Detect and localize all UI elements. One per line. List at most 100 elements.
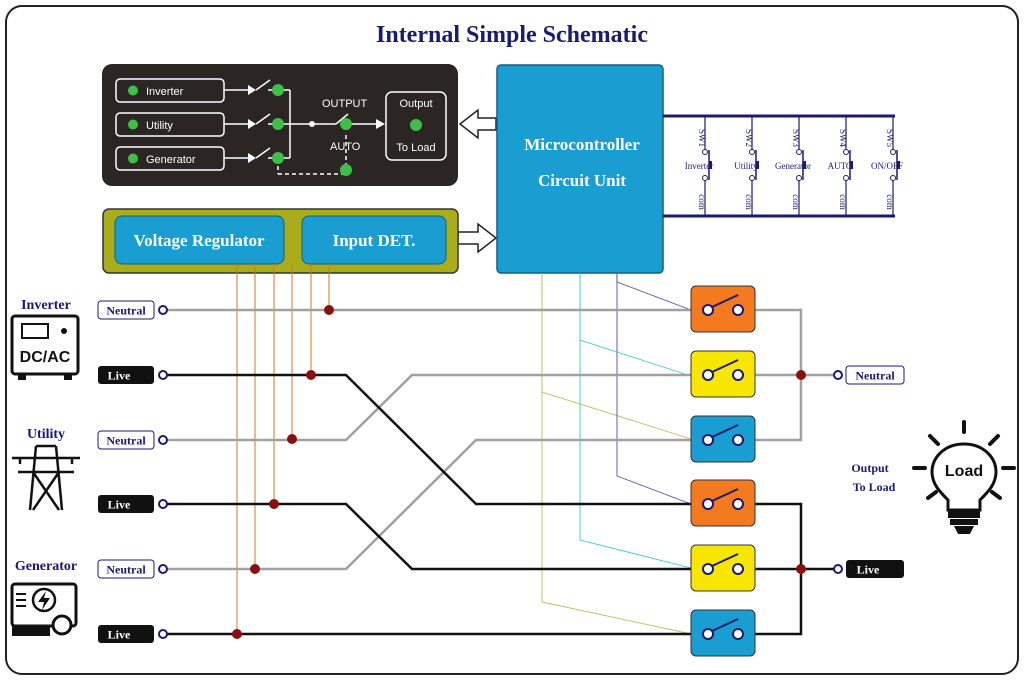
inverter-switch-led-icon (272, 84, 284, 96)
load-area: Output To Load Load (851, 420, 1016, 534)
voltage-regulator-label: Voltage Regulator (133, 231, 265, 250)
switch-com-label: com (791, 194, 801, 210)
utility-switch-led-icon (272, 118, 284, 130)
detector-to-mcu-arrow-icon (457, 222, 498, 254)
switch-function-label: Generator (775, 161, 811, 171)
relay-inverter-live (690, 479, 756, 527)
switch-id-label: SW1 (697, 129, 707, 147)
switch-com-label: com (697, 194, 707, 210)
panel-button-inverter[interactable]: Inverter (115, 78, 225, 103)
auto-led-icon (340, 164, 352, 176)
microcontroller-block: Microcontroller Circuit Unit (496, 64, 664, 274)
utility-neutral-tag: Neutral (97, 430, 155, 450)
bulb-text: Load (945, 463, 983, 480)
output-box-line2: To Load (396, 142, 435, 154)
live-wires (163, 373, 838, 636)
panel-button-generator[interactable]: Generator (115, 146, 225, 171)
generator-live-tag-text: Live (108, 628, 131, 642)
relay-inverter-neutral (690, 285, 756, 333)
power-tower-icon (12, 444, 80, 511)
panel-utility-label: Utility (146, 120, 173, 132)
inverter-live-tag-text: Live (108, 369, 131, 383)
inverter-source: Inverter DC/AC (10, 298, 80, 380)
diagram-title: Internal Simple Schematic (376, 22, 648, 48)
bulb-icon: Load (912, 420, 1016, 534)
output-box-line1: Output (399, 98, 432, 110)
utility-live-tag: Live (98, 495, 154, 513)
switch-function-label: ON/OFF (871, 161, 903, 171)
input-terminals (158, 305, 843, 639)
utility-name: Utility (27, 427, 65, 442)
inverter-live-tag: Live (98, 366, 154, 384)
junction-nodes (232, 305, 806, 639)
switch-id-label: SW4 (838, 129, 848, 148)
utility-neutral-tag-text: Neutral (106, 434, 146, 448)
relay-generator-live (690, 609, 756, 657)
wire-labels: NeutralLiveNeutralLiveNeutralLiveNeutral… (97, 300, 905, 643)
panel-inverter-label: Inverter (146, 86, 184, 98)
switch-com-label: com (744, 194, 754, 210)
control-wires (541, 273, 692, 635)
panel-auto-label: AUTO (330, 141, 361, 153)
inverter-neutral-tag: Neutral (97, 300, 155, 320)
switch-com-label: com (838, 194, 848, 210)
output-neutral-tag-text: Neutral (855, 369, 895, 383)
inverter-icon: DC/AC (10, 314, 80, 380)
input-det-label: Input DET. (333, 231, 416, 250)
generator-live-tag: Live (98, 625, 154, 643)
regulator-block: Voltage Regulator Input DET. (102, 208, 459, 274)
mcu-line2: Circuit Unit (538, 171, 626, 190)
panel-wiring (224, 79, 378, 175)
relay-utility-neutral (690, 350, 756, 398)
switch-function-label: Utility (734, 161, 758, 171)
inverter-led-icon (128, 85, 138, 96)
load-label-line1: Output (851, 461, 888, 475)
relay-bank (690, 285, 756, 657)
output-live-tag-text: Live (857, 563, 880, 577)
switch-function-label: Inverter (685, 161, 713, 171)
panel-output-box: Output To Load (385, 91, 447, 161)
switch-com-label: com (885, 194, 895, 210)
output-neutral-tag: Neutral (845, 365, 905, 385)
utility-source: Utility (12, 427, 80, 511)
mcu-to-panel-arrow-icon (458, 108, 497, 140)
inverter-icon-text: DC/AC (20, 349, 71, 366)
mcu-line1: Microcontroller (524, 135, 640, 154)
generator-source: Generator (10, 559, 78, 636)
generator-led-icon (128, 153, 138, 164)
switch-id-label: SW2 (744, 129, 754, 147)
panel-output-label: OUTPUT (322, 98, 368, 110)
utility-led-icon (128, 119, 138, 130)
switch-id-label: SW3 (791, 129, 801, 148)
utility-live-tag-text: Live (108, 498, 131, 512)
switch-function-label: AUTO (828, 161, 853, 171)
panel-arrowheads (248, 85, 385, 163)
panel-junction-dot (309, 121, 315, 127)
generator-switch-led-icon (272, 152, 284, 164)
output-switch-led-icon (340, 118, 352, 130)
relay-utility-live (690, 544, 756, 592)
inverter-neutral-tag-text: Neutral (106, 304, 146, 318)
load-label-line2: To Load (853, 480, 896, 494)
switch-id-label: SW5 (885, 129, 895, 148)
inverter-name: Inverter (21, 298, 71, 313)
generator-neutral-tag-text: Neutral (106, 563, 146, 577)
panel-generator-label: Generator (146, 154, 196, 166)
generator-neutral-tag: Neutral (97, 559, 155, 579)
sense-wires (236, 264, 330, 634)
panel-button-utility[interactable]: Utility (115, 112, 225, 137)
generator-icon (10, 582, 78, 636)
generator-name: Generator (15, 559, 77, 574)
switch-bus (663, 114, 895, 218)
front-panel: Inverter Utility Generator (102, 64, 458, 186)
output-led-icon (410, 119, 422, 131)
relay-generator-neutral (690, 415, 756, 463)
output-live-tag: Live (846, 560, 904, 578)
